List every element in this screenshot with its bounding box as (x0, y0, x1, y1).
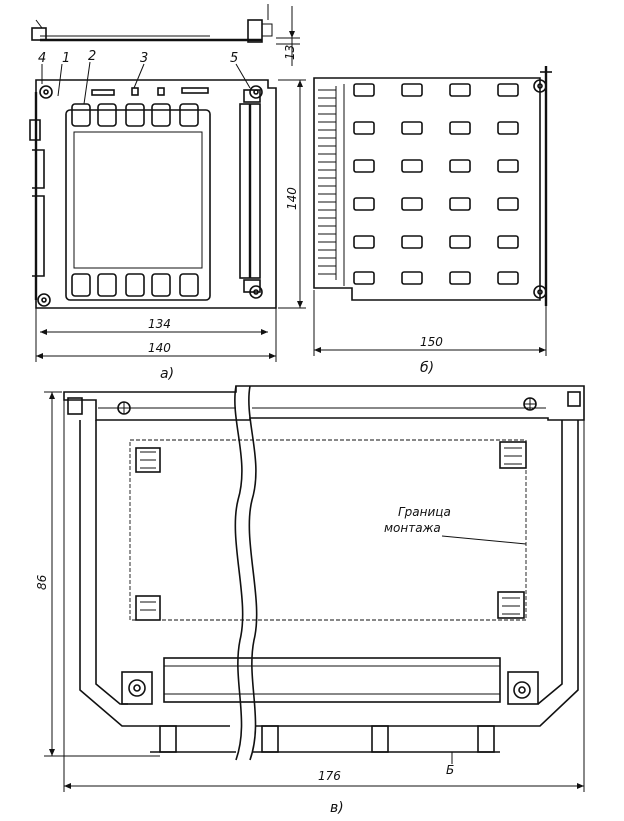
caption-v: в) (330, 800, 344, 816)
pad-grid (353, 83, 519, 285)
caption-b: б) (420, 360, 434, 376)
annotation-line2: монтажа (384, 521, 441, 535)
callout-2: 2 (88, 49, 96, 64)
callout-3: 3 (140, 51, 148, 66)
dim-v-width: 176 (318, 769, 341, 783)
callout-1: 1 (62, 51, 70, 66)
edge-connector-comb (318, 84, 345, 286)
callout-4: 4 (38, 51, 46, 66)
dim-a-width-inner: 134 (148, 317, 171, 331)
view-v: Граница монтажа 86 176 Б в) (35, 385, 585, 816)
callout-5: 5 (230, 51, 238, 66)
caption-a: а) (160, 366, 174, 382)
side-view: 13 (31, 4, 300, 66)
view-b: 150 б) (313, 66, 552, 376)
dim-a-height: 140 (285, 187, 299, 210)
annotation-line1: Граница (398, 505, 451, 519)
view-a: 4 1 2 3 5 134 140 140 а) (29, 49, 306, 382)
dim-side-thickness: 13 (283, 45, 297, 60)
dim-b-width: 150 (420, 335, 443, 349)
letter-b: Б (446, 763, 454, 777)
dim-a-width-outer: 140 (148, 341, 171, 355)
dim-v-height: 86 (35, 574, 49, 590)
